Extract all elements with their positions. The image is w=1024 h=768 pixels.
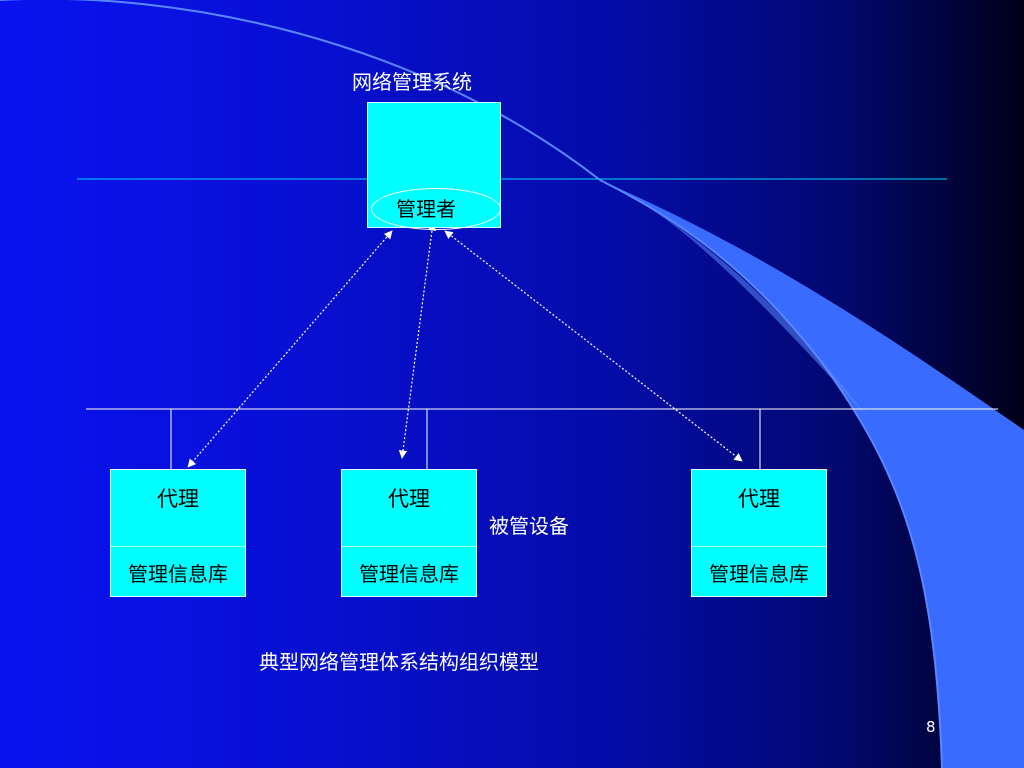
mib-label: 管理信息库 bbox=[359, 562, 459, 586]
agent-label: 代理 bbox=[738, 487, 780, 511]
diagram-caption: 典型网络管理体系结构组织模型 bbox=[259, 650, 539, 674]
agent-divider bbox=[111, 546, 245, 547]
manager-agent-arrow-2 bbox=[398, 222, 437, 459]
agent-label: 代理 bbox=[388, 487, 430, 511]
agent-box-2: 代理 管理信息库 bbox=[341, 469, 477, 597]
manager-oval bbox=[371, 188, 501, 230]
manager-label: 管理者 bbox=[396, 197, 456, 221]
decor-arc-line bbox=[0, 0, 601, 181]
diagram-title: 网络管理系统 bbox=[352, 70, 472, 94]
decor-swoosh-fill bbox=[600, 180, 1024, 768]
mib-label: 管理信息库 bbox=[709, 562, 809, 586]
mib-label: 管理信息库 bbox=[128, 562, 228, 586]
manager-agent-arrow-3 bbox=[444, 230, 743, 462]
manager-agent-arrow-1 bbox=[187, 230, 393, 468]
decor-swoosh-edge bbox=[599, 179, 943, 768]
agent-divider bbox=[692, 546, 826, 547]
managed-devices-label: 被管设备 bbox=[489, 514, 569, 538]
agent-divider bbox=[342, 546, 476, 547]
agent-box-3: 代理 管理信息库 bbox=[691, 469, 827, 597]
agent-box-1: 代理 管理信息库 bbox=[110, 469, 246, 597]
agent-label: 代理 bbox=[157, 487, 199, 511]
page-number: 8 bbox=[926, 718, 936, 736]
